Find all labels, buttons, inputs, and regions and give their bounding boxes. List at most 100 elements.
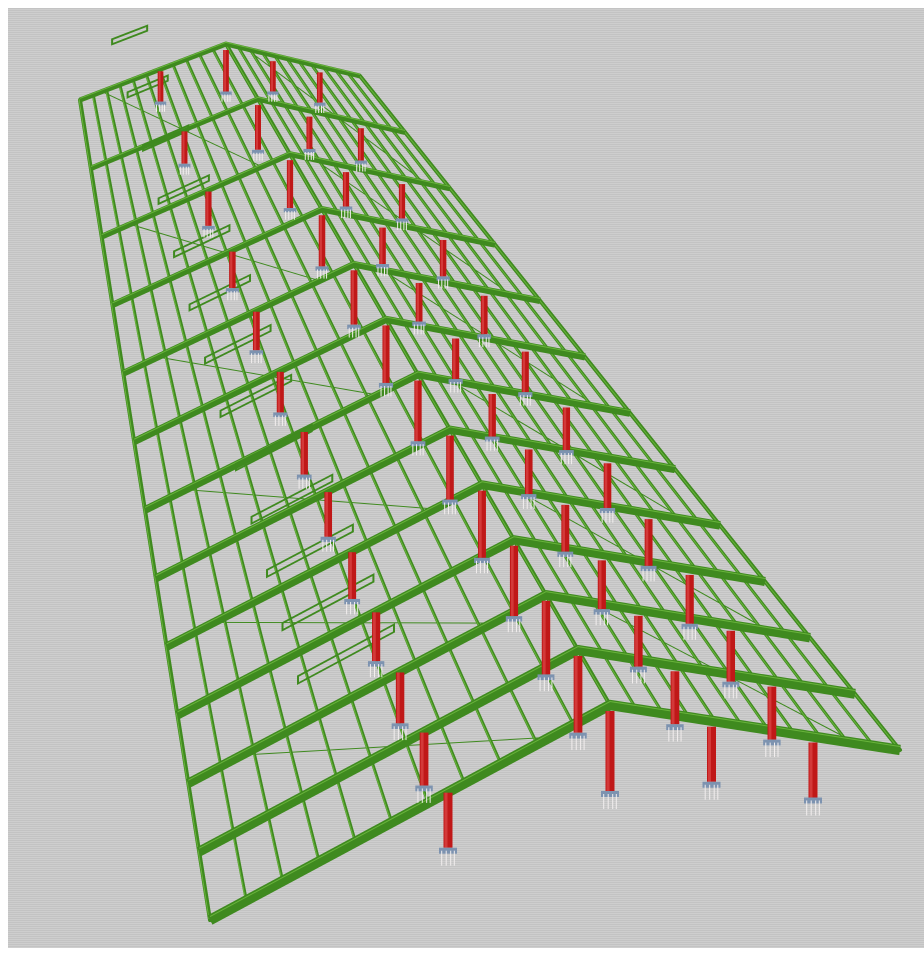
column [205,191,212,226]
column-highlight [489,393,492,437]
column [439,239,447,277]
base-plate [518,392,533,397]
base-plate [367,661,385,667]
rafter [121,260,541,377]
column [562,407,571,451]
column [597,560,606,610]
column-highlight [287,160,290,209]
rafter [196,644,856,857]
base-plate [763,739,781,746]
column-highlight [416,283,419,322]
column-highlight [317,72,320,103]
rafter [186,590,811,788]
column [342,172,350,207]
rafter-highlight [79,41,361,99]
eave-strut [173,223,231,259]
column [350,270,358,325]
base-plate [640,565,657,572]
column [348,552,357,599]
base-plate [339,206,353,211]
rafter [111,206,496,308]
base-plate [225,288,239,293]
column-highlight [399,184,402,219]
column-highlight [343,172,346,207]
column [372,612,381,662]
base-plate [448,379,463,384]
base-plate [154,101,167,106]
column-highlight [415,380,418,442]
base-plate [415,785,433,792]
column-highlight [358,128,361,161]
rafter-highlight [112,206,496,304]
rafter [89,96,406,171]
base-plate [267,91,279,96]
column [644,519,653,566]
column [707,726,716,782]
column-highlight [325,492,328,537]
column-highlight [563,407,567,451]
base-plate [410,441,426,447]
base-plate [599,507,616,514]
column-highlight [256,105,259,150]
eave-strut [250,473,334,526]
column [726,630,736,682]
column-highlight [253,311,257,351]
model-viewport[interactable] [8,8,924,948]
base-plate [505,616,523,622]
base-plate [347,324,361,330]
base-plate [702,781,721,788]
column-highlight [383,325,386,383]
column [379,227,386,265]
base-plate [354,160,367,165]
base-plate [273,412,288,418]
base-plate [283,208,297,213]
column [480,295,488,335]
rafter-highlight [144,371,631,508]
eave-strut [235,423,313,472]
eave-strut [126,74,169,99]
column [452,338,460,380]
rafter [79,41,361,103]
rafter [100,151,451,240]
eave-strut [111,24,149,46]
base-plate [395,218,409,223]
eave-strut [297,622,395,686]
eave-strut [204,323,272,366]
rafter-highlight [133,316,586,440]
structural-model-canvas[interactable] [8,8,924,948]
eave-strut [266,523,354,579]
column-highlight [206,191,209,226]
base-plate [178,163,191,168]
rafter [143,370,631,514]
column-highlight [277,371,281,413]
column [446,435,454,500]
column [414,380,422,442]
base-plate [220,91,232,96]
column-highlight [525,449,529,495]
base-plate [303,148,316,153]
column-highlight [598,560,602,610]
column [521,351,529,393]
rafter [175,535,766,720]
base-plate [378,382,394,388]
column [395,672,405,724]
column-highlight [224,50,227,92]
base-plate [537,674,555,681]
base-plate [804,797,822,804]
column [276,371,284,413]
column-highlight [373,612,376,662]
column [300,431,308,475]
column-highlight [606,711,610,791]
base-plate [681,623,698,630]
eave-strut [142,123,190,153]
rafter-highlight [166,481,721,645]
rafter [207,699,901,925]
rafter-highlight [198,646,856,849]
base-plate [559,450,574,455]
column [603,463,612,508]
column [443,792,453,848]
column [415,283,423,322]
column [252,311,260,351]
rafter-highlight [123,261,541,372]
column-highlight [510,545,514,617]
